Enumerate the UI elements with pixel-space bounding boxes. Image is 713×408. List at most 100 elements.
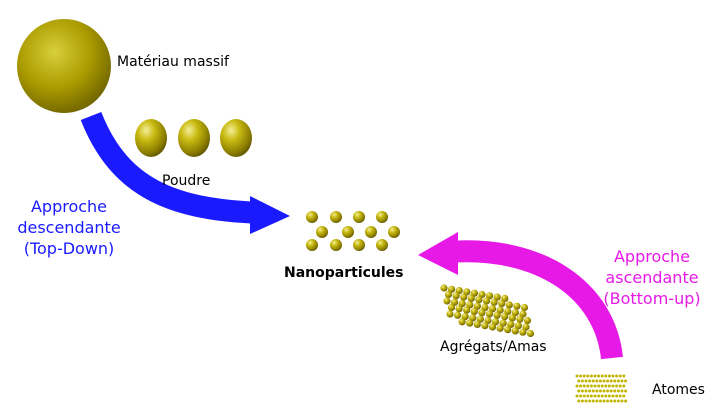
atom-particle: [599, 400, 602, 403]
atom-particle: [606, 390, 609, 393]
aggregate-particle: [527, 330, 534, 337]
atom-particle: [601, 395, 604, 398]
bulk-material-label: Matériau massif: [117, 54, 229, 70]
aggregate-particle: [466, 320, 473, 327]
aggregate-particle: [456, 305, 463, 312]
atom-particle: [577, 390, 580, 393]
atom-particle: [624, 400, 627, 403]
atom-particle: [601, 385, 604, 388]
atom-particle: [585, 390, 588, 393]
aggregate-particle: [486, 310, 493, 317]
aggregate-particle: [497, 325, 504, 332]
atom-particle: [622, 375, 625, 378]
atom-particle: [622, 385, 625, 388]
atom-particle: [583, 395, 586, 398]
aggregate-particle: [494, 312, 501, 319]
atom-particle: [594, 375, 597, 378]
atom-particle: [601, 375, 604, 378]
atom-particle: [597, 395, 600, 398]
atom-particle: [592, 380, 595, 383]
atom-particle: [613, 390, 616, 393]
aggregate-particle: [509, 314, 516, 321]
atom-particle: [617, 390, 620, 393]
atom-particle: [585, 400, 588, 403]
atom-particle: [588, 390, 591, 393]
aggregate-particle: [475, 296, 482, 303]
top-down-label: Approche descendante (Top-Down): [4, 196, 134, 259]
atom-particle: [612, 395, 615, 398]
aggregates-label: Agrégats/Amas: [440, 339, 547, 355]
atom-particle: [621, 400, 624, 403]
atom-particle: [606, 400, 609, 403]
atoms-label: Atomes: [652, 382, 705, 398]
atom-particle: [586, 395, 589, 398]
nanoparticles-cluster: [306, 211, 400, 251]
atom-particle: [619, 385, 622, 388]
aggregate-particle: [501, 313, 508, 320]
top-down-line2: descendante: [4, 217, 134, 238]
aggregates-cluster: [440, 284, 534, 337]
atom-particle: [595, 400, 598, 403]
atom-particle: [621, 380, 624, 383]
atom-particle: [590, 385, 593, 388]
aggregate-particle: [459, 318, 466, 325]
atom-particle: [599, 390, 602, 393]
atom-particle: [594, 385, 597, 388]
atom-particle: [608, 395, 611, 398]
atom-particle: [577, 400, 580, 403]
aggregate-particle: [483, 297, 490, 304]
aggregate-particle: [513, 303, 520, 310]
aggregate-particle: [453, 292, 460, 299]
aggregate-particle: [471, 308, 478, 315]
aggregate-particle: [474, 321, 481, 328]
atom-particle: [624, 390, 627, 393]
aggregate-particle: [446, 310, 453, 317]
aggregate-particle: [512, 327, 519, 334]
atom-particle: [608, 385, 611, 388]
atom-particle: [576, 385, 579, 388]
atom-particle: [610, 390, 613, 393]
atom-particle: [608, 375, 611, 378]
atom-particle: [588, 380, 591, 383]
aggregate-particle: [519, 329, 526, 336]
atom-particle: [613, 380, 616, 383]
atoms-cluster: [576, 375, 628, 403]
aggregate-particle: [516, 316, 523, 323]
atom-particle: [621, 390, 624, 393]
atom-particle: [613, 400, 616, 403]
atom-particle: [619, 395, 622, 398]
atom-particle: [576, 395, 579, 398]
atom-particle: [604, 395, 607, 398]
aggregate-particle: [443, 297, 450, 304]
atom-particle: [590, 375, 593, 378]
aggregate-particle: [463, 307, 470, 314]
atom-particle: [579, 385, 582, 388]
atom-particle: [581, 390, 584, 393]
atom-particle: [586, 375, 589, 378]
atom-particle: [597, 375, 600, 378]
atom-particle: [603, 400, 606, 403]
aggregate-particle: [498, 300, 505, 307]
bottom-up-label: Approche ascendante (Bottom-up): [592, 246, 712, 309]
aggregate-particle: [448, 304, 455, 311]
atom-particle: [590, 395, 593, 398]
atom-particle: [603, 390, 606, 393]
aggregate-particle: [521, 304, 528, 311]
atom-particle: [617, 380, 620, 383]
atom-particle: [595, 380, 598, 383]
bottom-up-line3: (Bottom-up): [592, 288, 712, 309]
atom-particle: [612, 375, 615, 378]
top-down-line1: Approche: [4, 196, 134, 217]
powder-spheres: [135, 119, 252, 157]
atom-particle: [615, 375, 618, 378]
atom-particle: [610, 400, 613, 403]
atom-particle: [597, 385, 600, 388]
atom-particle: [588, 400, 591, 403]
aggregate-particle: [506, 301, 513, 308]
bulk-material-sphere: [17, 19, 111, 113]
atom-particle: [615, 395, 618, 398]
aggregate-particle: [481, 322, 488, 329]
atom-particle: [603, 380, 606, 383]
aggregate-particle: [440, 284, 447, 291]
aggregate-particle: [468, 295, 475, 302]
